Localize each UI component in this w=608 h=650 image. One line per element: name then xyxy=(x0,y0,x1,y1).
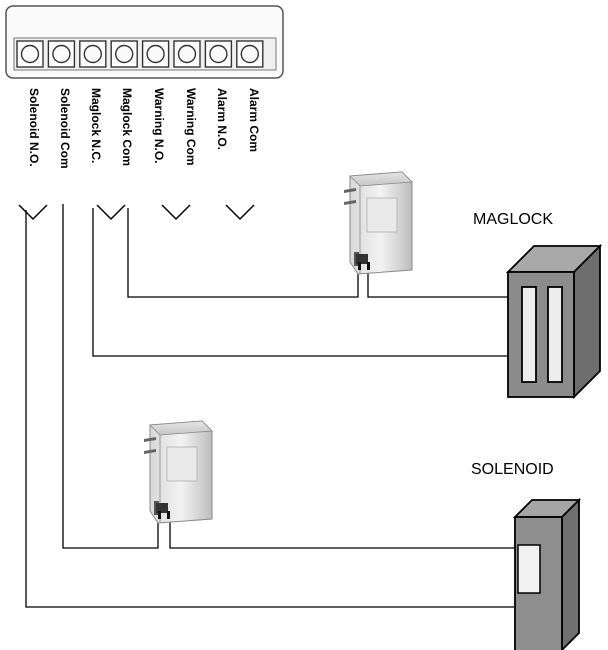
terminal-label-warning-com: Warning Com xyxy=(184,88,198,166)
terminal-screw-icon xyxy=(16,40,44,68)
terminal-label-warning-no: Warning N.O. xyxy=(152,88,166,164)
solenoid-device xyxy=(512,497,582,650)
maglock-label: MAGLOCK xyxy=(473,211,553,228)
terminal-label-solenoid-no: Solenoid N.O. xyxy=(27,88,41,167)
maglock-device xyxy=(505,243,603,400)
wire-adapter-to-solenoid xyxy=(169,512,515,549)
wire-solenoid-com xyxy=(62,204,159,549)
chevron-alarm-icon xyxy=(225,204,255,221)
terminal-screw-icon xyxy=(110,40,138,68)
wire-maglock-com xyxy=(127,208,359,298)
terminal-label-maglock-com: Maglock Com xyxy=(120,88,134,166)
power-adapter-solenoid xyxy=(144,420,213,524)
chevron-maglock-icon xyxy=(96,204,126,221)
terminal-block xyxy=(5,5,284,79)
terminal-labels: Solenoid N.O. Solenoid Com Maglock N.C. … xyxy=(27,88,261,169)
chevron-warning-icon xyxy=(161,204,191,221)
chevron-solenoid-icon xyxy=(18,204,48,221)
terminal-screw-icon xyxy=(204,40,233,68)
terminal-screw-icon xyxy=(141,40,170,68)
terminal-label-maglock-nc: Maglock N.C. xyxy=(89,88,103,163)
terminal-chevrons xyxy=(18,204,255,221)
terminal-screw-icon xyxy=(173,40,201,68)
terminal-label-alarm-no: Alarm N.O. xyxy=(215,88,229,150)
terminal-screw-icon xyxy=(79,40,107,68)
wire-solenoid-no xyxy=(25,210,515,608)
wire-maglock-nc xyxy=(92,208,508,357)
wires xyxy=(25,204,515,608)
terminal-label-solenoid-com: Solenoid Com xyxy=(58,88,72,169)
terminal-label-alarm-com: Alarm Com xyxy=(247,88,261,152)
power-adapter-maglock xyxy=(344,171,413,275)
solenoid-label: SOLENOID xyxy=(471,461,554,478)
terminal-screw-icon xyxy=(236,40,264,68)
terminal-screws xyxy=(16,40,264,68)
terminal-screw-icon xyxy=(47,40,76,68)
